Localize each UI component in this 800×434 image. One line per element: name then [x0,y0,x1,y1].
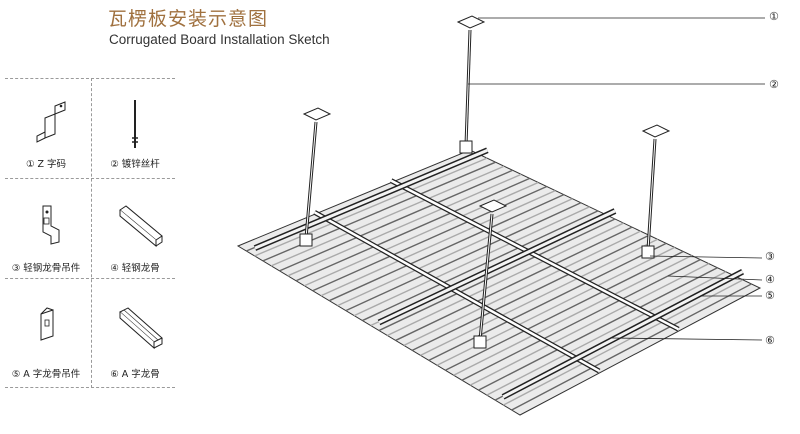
hanger-clip [641,245,655,259]
parts-legend: ① Z 字码 ② 镀锌丝杆 ③ 轻钢龙骨吊件 ④ 轻钢龙骨 [0,78,182,388]
legend-label: ① Z 字码 [25,159,67,170]
slat-line [345,202,582,312]
slat-line [362,210,599,322]
a-hanger-icon [40,307,54,341]
slat-line [353,206,590,317]
legend-item-channel-keel: ④ 轻钢龙骨 [92,196,178,276]
slat-line [503,279,744,406]
legend-divider [5,178,175,179]
legend-label: ④ 轻钢龙骨 [110,263,160,274]
a-keel-bar-face [313,211,600,373]
threaded-rod-icon [132,100,138,148]
leader-line [667,275,763,281]
legend-item-hanger-clip: ③ 轻钢龙骨吊件 [3,196,89,276]
slat-line [403,230,641,347]
slat-line [254,157,488,257]
slat-line [469,263,710,386]
legend-item-z-bracket: ① Z 字码 [3,96,89,172]
leader-line [611,337,763,341]
threaded-rod-highlight [305,121,317,239]
slat-line [395,226,633,342]
slat-line [304,181,539,287]
slat-line [411,234,650,352]
slat-line [270,165,505,267]
hanger-clip-icon [42,205,60,245]
slat-line [461,258,701,381]
page-title: 瓦楞板安装示意图 [108,8,269,30]
threaded-rod-highlight [465,29,471,146]
z-bracket [641,124,671,138]
channel-keel-bar-face [378,209,616,324]
legend-divider [91,78,92,388]
z-bracket-icon [36,101,66,143]
z-bracket [456,15,486,29]
slat-line [287,173,522,277]
slat-line [279,169,513,272]
callout-4: ④ [765,273,775,286]
threaded-rods [299,15,671,349]
slat-line [386,222,624,337]
legend-divider [5,387,175,388]
legend-divider [5,78,175,79]
a-keel-icon [119,307,163,350]
legend-divider [5,278,175,279]
slat-line [337,198,573,307]
slat-line [428,242,667,361]
slat-line [511,283,752,411]
legend-item-a-keel: ⑥ A 字龙骨 [92,296,178,382]
legend-label: ⑤ A 字龙骨吊件 [11,369,81,380]
channel-keel-bar-face [254,148,488,250]
threaded-rod-highlight [647,138,656,251]
channel-keel-bar-face [502,270,744,399]
threaded-rod-highlight [479,213,493,341]
legend-item-a-hanger: ⑤ A 字龙骨吊件 [3,296,89,382]
slat-line [453,254,693,376]
hanger-clip [473,335,487,349]
z-bracket [302,107,332,121]
slat-line [295,177,530,282]
legend-item-threaded-rod: ② 镀锌丝杆 [92,96,178,172]
slat-line [420,238,658,356]
keel-frames [253,147,744,400]
page-subtitle: Corrugated Board Installation Sketch [109,32,330,47]
a-keel-bar-face [390,179,679,331]
callout-6: ⑥ [765,334,775,347]
slat-line [478,267,718,391]
callout-5: ⑤ [765,289,775,302]
hanger-clip [299,233,313,247]
callout-leaders [468,17,765,341]
hanger-clip [459,140,473,154]
callout-1: ① [769,10,779,23]
callout-2: ② [769,78,779,91]
leader-line [649,255,763,259]
callout-3: ③ [765,250,775,263]
slat-line [486,271,727,396]
slat-line [445,250,684,371]
legend-label: ② 镀锌丝杆 [110,159,160,170]
z-bracket [478,199,508,213]
slat-line [320,189,556,297]
slat-line [378,218,616,332]
legend-label: ⑥ A 字龙骨 [110,369,160,380]
slat-line [328,194,565,302]
legend-label: ③ 轻钢龙骨吊件 [11,263,81,274]
channel-keel-icon [119,205,163,248]
slat-line [312,185,548,292]
